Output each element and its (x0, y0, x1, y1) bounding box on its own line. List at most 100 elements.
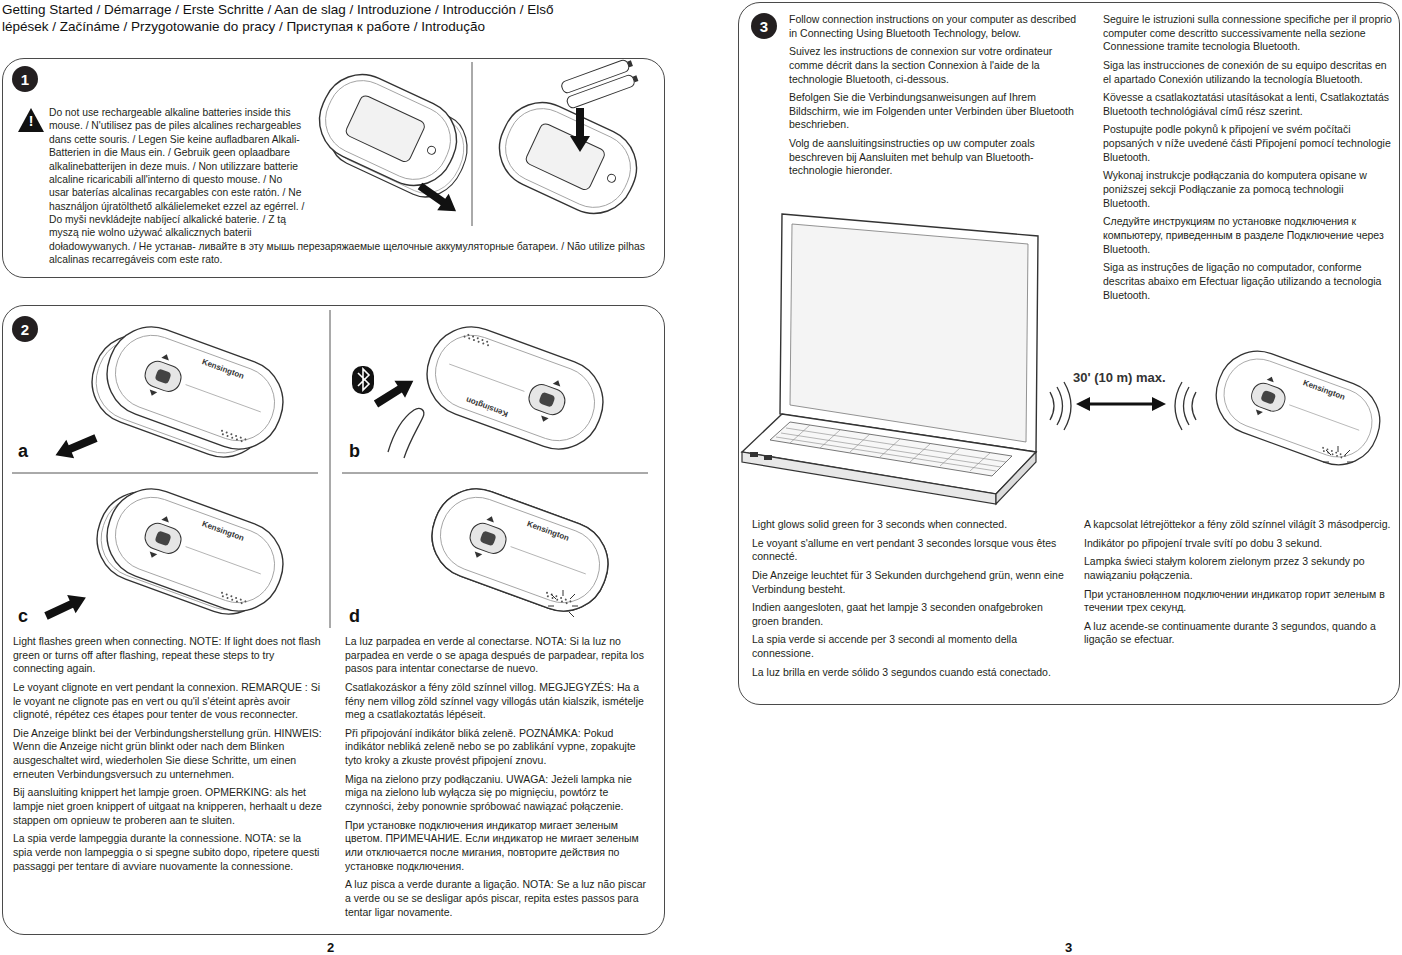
illustration-part (1347, 462, 1353, 463)
illustration-part (850, 434, 870, 452)
instruction-text: Postupujte podle pokynů k připojení ve s… (1103, 123, 1393, 164)
step-panel: Light flashes green when connecting. NOT… (2, 305, 665, 935)
mouse-top (1205, 340, 1391, 476)
divider (472, 62, 473, 226)
instruction-text: Follow connection instructions on your c… (789, 13, 1081, 40)
mouse-underside (486, 89, 649, 226)
instruction-text: Die Anzeige blinkt bei der Verbindungshe… (13, 727, 323, 782)
page-title: Getting Started / Démarrage / Erste Schr… (2, 1, 602, 35)
instruction-text: Siga las instrucciones de conexión de su… (1103, 59, 1393, 86)
divider (342, 473, 648, 474)
step-letter: d (349, 606, 360, 626)
illustration-part (880, 439, 900, 457)
illustration-part (306, 61, 469, 198)
instruction-text: Kövesse a csatlakoztatási utasításokat a… (1103, 91, 1393, 118)
illustration-part (570, 594, 575, 599)
callout-number: 2 (12, 316, 38, 342)
instruction-text: Při připojování indikátor bliká zeleně. … (345, 727, 651, 768)
illustration-part (940, 448, 960, 466)
step-letter: c (18, 606, 28, 626)
instruction-text: Wykonaj instrukcje podłączania do komput… (1103, 169, 1393, 210)
text-column: La luz parpadea en verde al conectarse. … (345, 635, 651, 924)
illustration-part (1345, 450, 1350, 455)
text-column: A kapcsolat létrejöttekor a fény zöld sz… (1084, 518, 1392, 652)
bluetooth-rune (358, 369, 369, 390)
illustration-part (1175, 382, 1182, 430)
instruction-text: La luz brilla en verde sólido 3 segundos… (752, 666, 1064, 680)
callout-text: 2 (21, 322, 29, 337)
laptop (742, 214, 1038, 504)
text-column: Light glows solid green for 3 seconds wh… (752, 518, 1064, 684)
illustration-part (627, 60, 633, 67)
illustration-part (1064, 382, 1071, 430)
instruction-text: Die Anzeige leuchtet für 3 Sekunden durc… (752, 569, 1064, 596)
insert-arrow (570, 108, 590, 152)
text-column: Seguire le istruzioni sulla connessione … (1103, 13, 1393, 307)
illustration-part (781, 433, 1001, 467)
instruction-text: Bij aansluiting knippert het lampje groe… (13, 786, 323, 827)
callout-number: 1 (12, 66, 38, 92)
instruction-text: A luz acende-se continuamente durante 3 … (1084, 620, 1392, 647)
page-number: 3 (1065, 941, 1072, 954)
illustration-part (1192, 392, 1196, 420)
instruction-text: Le voyant clignote en vert pendant la co… (13, 681, 323, 722)
batteries (560, 58, 639, 110)
illustration-part (786, 428, 1006, 462)
illustration-part (1326, 450, 1331, 455)
mouse-top (415, 315, 615, 461)
illustration-part (1338, 446, 1339, 452)
press-arrow (371, 372, 419, 412)
divider (330, 310, 331, 628)
illustration-part (770, 422, 1012, 476)
illustration-part (1050, 392, 1054, 420)
illustration-part (572, 606, 578, 607)
illustration-part (569, 612, 574, 617)
illustration-part (776, 437, 996, 471)
instruction-text: При установке подключения индикатор мига… (345, 819, 651, 874)
divider (12, 473, 318, 474)
signal-waves (1050, 382, 1196, 430)
mouse-top (420, 477, 620, 623)
close-arrow (42, 588, 90, 625)
illustration-part (1323, 462, 1329, 463)
instruction-text: La luz parpadea en verde al conectarse. … (345, 635, 651, 676)
finger (388, 408, 424, 458)
illustration-part (551, 594, 556, 599)
instruction-text: Miga na zielono przy podłączaniu. UWAGA:… (345, 773, 651, 814)
instruction-text: Light flashes green when connecting. NOT… (13, 635, 323, 676)
illustration-part (910, 444, 930, 462)
callout-text: 3 (760, 19, 768, 34)
instruction-text: Suivez les instructions de connexion sur… (789, 45, 1081, 86)
bluetooth-icon (352, 366, 374, 394)
instruction-text: A kapcsolat létrejöttekor a fény zöld sz… (1084, 518, 1392, 532)
mouse-top (95, 315, 295, 461)
illustration-part (1184, 387, 1190, 425)
slide-arrow (52, 429, 100, 465)
instruction-text: Indikátor po připojení trvale svítí po d… (1084, 537, 1392, 551)
illustration-part (790, 425, 810, 443)
illustration-part (790, 224, 1028, 442)
illustration-part (633, 75, 639, 82)
page-number: 2 (327, 941, 334, 954)
mouse-top (95, 477, 295, 623)
warning-triangle (18, 108, 44, 132)
instruction-text: Seguire le istruzioni sulla connessione … (1103, 13, 1393, 54)
instruction-text: Le voyant s'allume en vert pendant 3 sec… (752, 537, 1064, 564)
instruction-text: Следуйте инструкциям по установке подклю… (1103, 215, 1393, 256)
text-column: Do not use rechargeable alkaline batteri… (49, 106, 651, 272)
warning-mark: ! (24, 114, 38, 129)
instruction-text: La spia verde si accende per 3 secondi a… (752, 633, 1064, 660)
illustration-part (1152, 397, 1166, 411)
step-panel: Do not use rechargeable alkaline batteri… (2, 58, 665, 278)
illustration-part (548, 606, 554, 607)
illustration-part (563, 590, 564, 596)
instruction-text: Indien aangesloten, gaat het lampje 3 se… (752, 601, 1064, 628)
instruction-text: Befolgen Sie die Verbindungsanweisungen … (789, 91, 1081, 132)
illustration-part (970, 453, 990, 471)
instruction-text: Volg de aansluitingsinstructies op uw co… (789, 137, 1081, 178)
instruction-text: Lampka świeci stałym kolorem zielonym pr… (1084, 555, 1392, 582)
step-letter: a (18, 441, 28, 461)
text-column: Light flashes green when connecting. NOT… (13, 635, 323, 878)
mouse-cover (420, 477, 620, 623)
illustration-part (1086, 403, 1156, 406)
